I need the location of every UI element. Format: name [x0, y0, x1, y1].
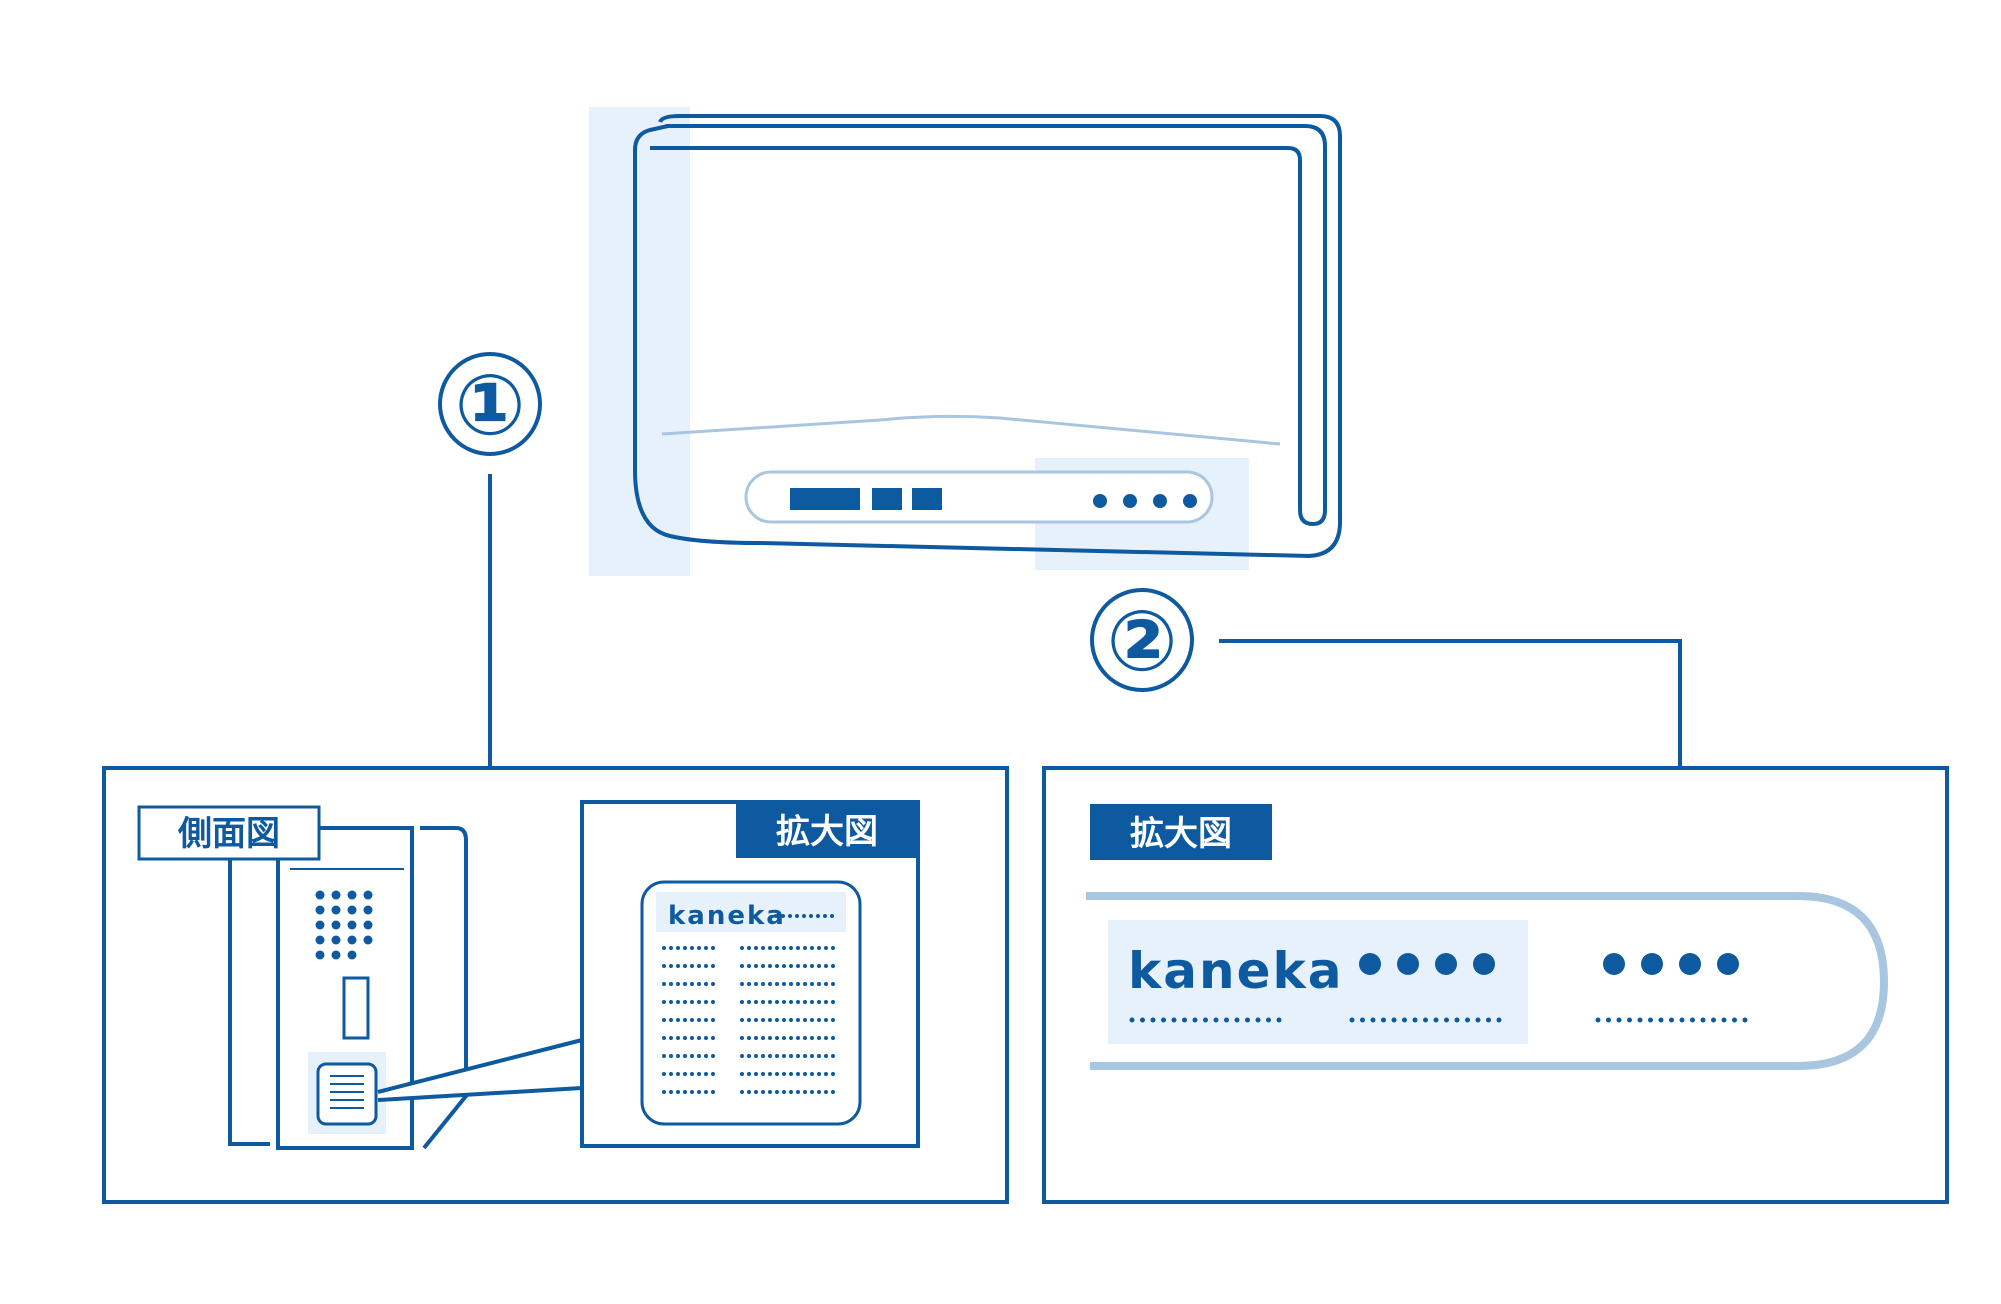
control-strip — [744, 470, 1214, 524]
nameplate-brand: kaneka — [668, 901, 786, 931]
callout-1: ① — [438, 352, 542, 766]
unit-front-body — [650, 124, 1327, 527]
unit-back-panel — [658, 114, 1342, 558]
enlarged-brand: kaneka — [1128, 942, 1344, 1000]
display-block-1 — [790, 488, 860, 510]
zoom-label-box-2 — [1090, 804, 1272, 860]
nameplate-enlarged — [640, 880, 862, 1126]
display-block-2 — [872, 488, 902, 510]
side-nameplate-lines — [330, 1075, 364, 1109]
zoom-label-2: 拡大図 — [1130, 814, 1232, 854]
enlarged-control-strip — [1086, 892, 1889, 1070]
callout-2-leader — [1219, 639, 1682, 766]
nameplate-detail-dots — [662, 914, 842, 1094]
side-view-front-cover — [420, 826, 468, 1150]
unit-outline — [633, 124, 1311, 558]
side-nameplate — [316, 1062, 378, 1126]
wall-unit-illustration — [589, 107, 1342, 576]
side-view-label-box — [137, 805, 321, 861]
enlarged-label-highlight — [1108, 920, 1528, 1044]
indicator-dot — [1093, 494, 1107, 508]
callout-1-number: ① — [454, 356, 525, 454]
enlarged-indicator-dots — [1359, 953, 1739, 975]
side-view-label: 側面図 — [177, 814, 280, 854]
side-view-slot — [342, 976, 370, 1040]
zoom-label: 拡大図 — [776, 812, 878, 852]
callout-1-circle — [438, 352, 542, 456]
zoom-label-box — [736, 802, 918, 858]
speaker-grille — [315, 890, 373, 960]
display-block-3 — [912, 488, 942, 510]
indicator-dot — [1123, 494, 1137, 508]
detail-panel-1: 側面図 拡大図 kaneka — [102, 766, 1009, 1204]
callout-2-circle — [1090, 588, 1194, 692]
detail-panel-2: 拡大図 kaneka — [1042, 766, 1949, 1204]
nameplate-brand-highlight — [656, 892, 846, 932]
unit-surface-line — [661, 414, 1281, 446]
indicator-dot — [1153, 494, 1167, 508]
indicator-dot — [1183, 494, 1197, 508]
callout-2-number: ② — [1106, 592, 1177, 690]
callout-2: ② — [1090, 588, 1682, 766]
